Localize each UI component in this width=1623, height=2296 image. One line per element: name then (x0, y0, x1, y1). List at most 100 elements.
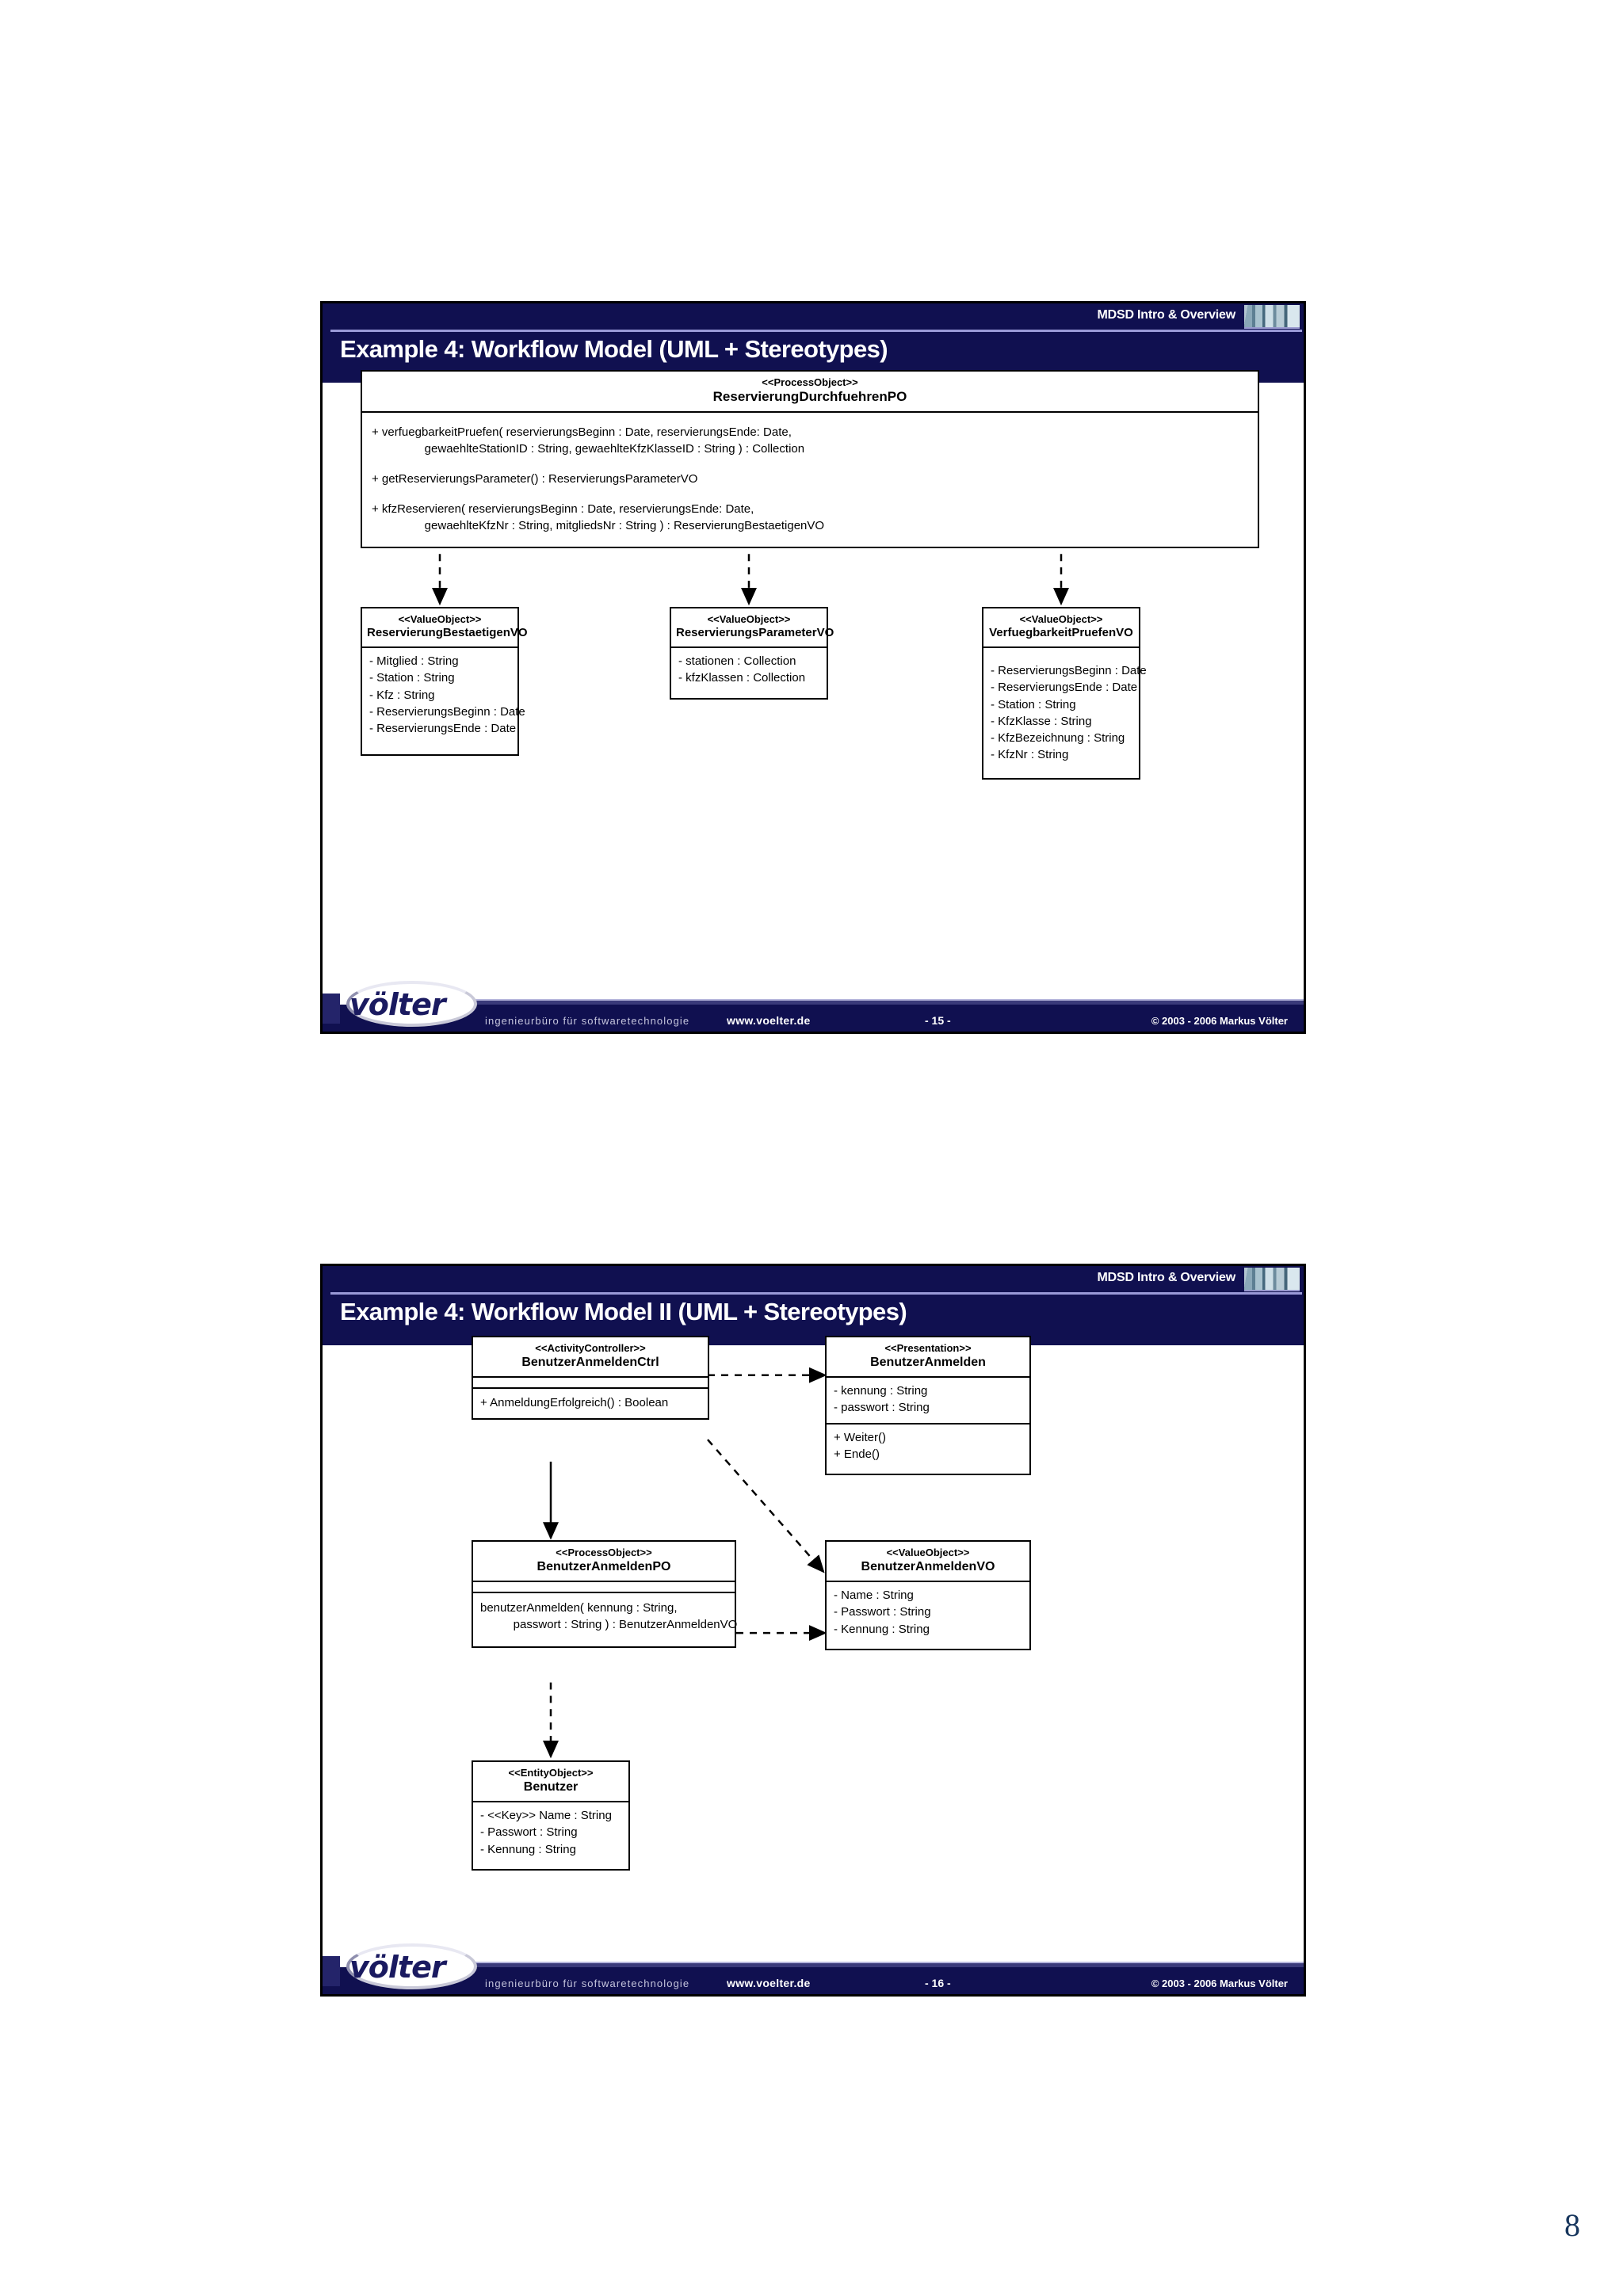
connector-ctrl-to-vo (707, 1439, 825, 1573)
uml-attribute: - Passwort : String (480, 1825, 578, 1840)
building-photo-icon (1244, 1268, 1300, 1291)
uml-attributes-compartment: - Name : String - Passwort : String - Ke… (827, 1582, 1029, 1649)
uml-operation: benutzerAnmelden( kennung : String, pass… (480, 1601, 738, 1632)
uml-attributes-compartment: - kennung : String - passwort : String (827, 1378, 1029, 1425)
logo-swoosh-icon (346, 1943, 477, 1989)
uml-attribute: - KfzBezeichnung : String (991, 731, 1125, 746)
footer-page-number: - 15 - (925, 1014, 951, 1027)
header-divider (330, 330, 1302, 332)
uml-attribute: - <<Key>> Name : String (480, 1809, 612, 1823)
uml-attribute: - kfzKlassen : Collection (678, 671, 806, 685)
uml-class-header: <<ProcessObject>> BenutzerAnmeldenPO (473, 1542, 735, 1583)
uml-class-name: Benutzer (523, 1779, 579, 1794)
voelter-logo: völter (329, 1942, 479, 1991)
uml-class-name: BenutzerAnmeldenCtrl (521, 1355, 659, 1369)
uml-class-name: ReservierungBestaetigenVO (367, 625, 528, 639)
uml-stereotype: <<ProcessObject>> (556, 1547, 652, 1558)
uml-attribute: - Kennung : String (834, 1622, 930, 1636)
slide-header: MDSD Intro & Overview Example 4: Workflo… (323, 1266, 1304, 1345)
footer-copyright: © 2003 - 2006 Markus Völter (1151, 1978, 1288, 1989)
uml-attribute: - Passwort : String (834, 1605, 931, 1619)
uml-stereotype: <<Presentation>> (884, 1342, 972, 1354)
footer-band (323, 1005, 1304, 1032)
slide-example-4-workflow-model-ii: MDSD Intro & Overview Example 4: Workflo… (320, 1264, 1306, 1997)
uml-stereotype: <<ActivityController>> (535, 1342, 646, 1354)
footer-tagline: ingenieurbüro für softwaretechnologie (485, 1978, 690, 1989)
footer-url[interactable]: www.voelter.de (727, 1014, 811, 1027)
uml-stereotype: <<ProcessObject>> (762, 376, 858, 388)
slide-title: Example 4: Workflow Model (UML + Stereot… (340, 335, 888, 363)
uml-class-header: <<ActivityController>> BenutzerAnmeldenC… (473, 1337, 708, 1379)
slide-title: Example 4: Workflow Model II (UML + Ster… (340, 1298, 907, 1325)
voelter-logo: völter (329, 979, 479, 1028)
uml-attribute: - Mitglied : String (369, 654, 459, 668)
uml-class-header: <<ValueObject>> BenutzerAnmeldenVO (827, 1542, 1029, 1583)
uml-attributes-compartment: - ReservierungsBeginn : Date - Reservier… (983, 648, 1147, 778)
uml-stereotype: <<ValueObject>> (1019, 613, 1103, 625)
uml-class-reservierung-bestaetigen-vo[interactable]: <<ValueObject>> ReservierungBestaetigenV… (361, 607, 528, 757)
uml-attributes-compartment: - Mitglied : String - Station : String -… (362, 648, 525, 754)
logo-swoosh-icon (346, 981, 477, 1027)
footer-url[interactable]: www.voelter.de (727, 1977, 811, 1989)
uml-class-verfuegbarkeit-pruefen-vo[interactable]: <<ValueObject>> VerfuegbarkeitPruefenVO … (982, 607, 1147, 780)
header-topbar (323, 1266, 1304, 1291)
uml-class-name: ReservierungsParameterVO (676, 625, 834, 639)
building-photo-icon (1244, 305, 1300, 329)
footer-tagline: ingenieurbüro für softwaretechnologie (485, 1015, 690, 1027)
uml-attributes-compartment: - stationen : Collection - kfzKlassen : … (671, 648, 827, 698)
uml-operation: + AnmeldungErfolgreich() : Boolean (480, 1396, 669, 1410)
uml-class-name: BenutzerAnmeldenPO (537, 1559, 671, 1573)
uml-attribute: - KfzNr : String (991, 748, 1069, 762)
header-kicker: MDSD Intro & Overview (1097, 1271, 1235, 1284)
footer-divider (418, 999, 1304, 1005)
slide-example-4-workflow-model: MDSD Intro & Overview Example 4: Workflo… (320, 301, 1306, 1034)
uml-attribute: - passwort : String (834, 1401, 930, 1415)
uml-operations-compartment: benutzerAnmelden( kennung : String, pass… (473, 1593, 738, 1646)
uml-class-header: <<ValueObject>> VerfuegbarkeitPruefenVO (983, 608, 1139, 648)
document-page-number: 8 (1564, 2207, 1580, 2243)
footer-copyright: © 2003 - 2006 Markus Völter (1151, 1015, 1288, 1027)
uml-class-reservierungs-parameter-vo[interactable]: <<ValueObject>> ReservierungsParameterVO… (670, 607, 834, 700)
header-topbar (323, 303, 1304, 329)
connector-layer (543, 1367, 827, 1759)
footer-band (323, 1967, 1304, 1994)
uml-class-reservierung-durchfuehren-po[interactable]: <<ProcessObject>> ReservierungDurchfuehr… (361, 370, 1259, 549)
slide-footer: völter ingenieurbüro für softwaretechnol… (323, 1937, 1304, 1994)
uml-operations-compartment: + verfuegbarkeitPruefen( reservierungsBe… (362, 413, 1258, 547)
uml-class-header: <<ValueObject>> ReservierungBestaetigenV… (362, 608, 528, 648)
uml-attribute: - KfzKlasse : String (991, 714, 1092, 728)
uml-attribute: - ReservierungsBeginn : Date (991, 663, 1147, 677)
uml-attribute: - Kennung : String (480, 1842, 576, 1856)
uml-class-benutzer[interactable]: <<EntityObject>> Benutzer - <<Key>> Name… (472, 1760, 630, 1871)
slide-header: MDSD Intro & Overview Example 4: Workflo… (323, 303, 1304, 383)
uml-class-header: <<ValueObject>> ReservierungsParameterVO (671, 608, 834, 648)
footer-divider (418, 1962, 1304, 1967)
uml-class-benutzer-anmelden-vo[interactable]: <<ValueObject>> BenutzerAnmeldenVO - Nam… (825, 1540, 1031, 1651)
uml-class-benutzer-anmelden[interactable]: <<Presentation>> BenutzerAnmelden - kenn… (825, 1336, 1031, 1476)
uml-attributes-compartment (473, 1378, 708, 1390)
slide-footer: völter ingenieurbüro für softwaretechnol… (323, 974, 1304, 1032)
uml-operation: + getReservierungsParameter() : Reservie… (372, 472, 698, 486)
uml-attribute: - ReservierungsEnde : Date (991, 681, 1138, 695)
uml-class-benutzer-anmelden-po[interactable]: <<ProcessObject>> BenutzerAnmeldenPO ben… (472, 1540, 738, 1648)
uml-operation: + verfuegbarkeitPruefen( reservierungsBe… (372, 425, 805, 456)
diagram-canvas: <<ProcessObject>> ReservierungDurchfuehr… (323, 370, 1304, 974)
diagram-canvas: <<ActivityController>> BenutzerAnmeldenC… (323, 1336, 1304, 1937)
uml-attribute: - Name : String (834, 1589, 914, 1603)
uml-operation: + kfzReservieren( reservierungsBeginn : … (372, 502, 825, 533)
logo-text: völter (349, 1950, 446, 1985)
uml-stereotype: <<ValueObject>> (886, 1547, 970, 1558)
uml-attributes-compartment (473, 1582, 735, 1594)
uml-attributes-compartment: - <<Key>> Name : String - Passwort : Str… (473, 1802, 628, 1869)
uml-class-name: BenutzerAnmeldenVO (861, 1559, 995, 1573)
uml-operation: + Ende() (834, 1447, 880, 1462)
uml-attribute: - ReservierungsBeginn : Date (369, 704, 525, 719)
uml-class-header: <<ProcessObject>> ReservierungDurchfuehr… (362, 372, 1258, 414)
footer-page-number: - 16 - (925, 1977, 951, 1989)
uml-class-benutzer-anmelden-ctrl[interactable]: <<ActivityController>> BenutzerAnmeldenC… (472, 1336, 709, 1421)
logo-text: völter (349, 987, 446, 1022)
uml-stereotype: <<ValueObject>> (707, 613, 791, 625)
uml-operations-compartment: + AnmeldungErfolgreich() : Boolean (473, 1389, 708, 1418)
uml-class-header: <<EntityObject>> Benutzer (473, 1762, 628, 1803)
uml-class-name: BenutzerAnmelden (870, 1355, 986, 1369)
